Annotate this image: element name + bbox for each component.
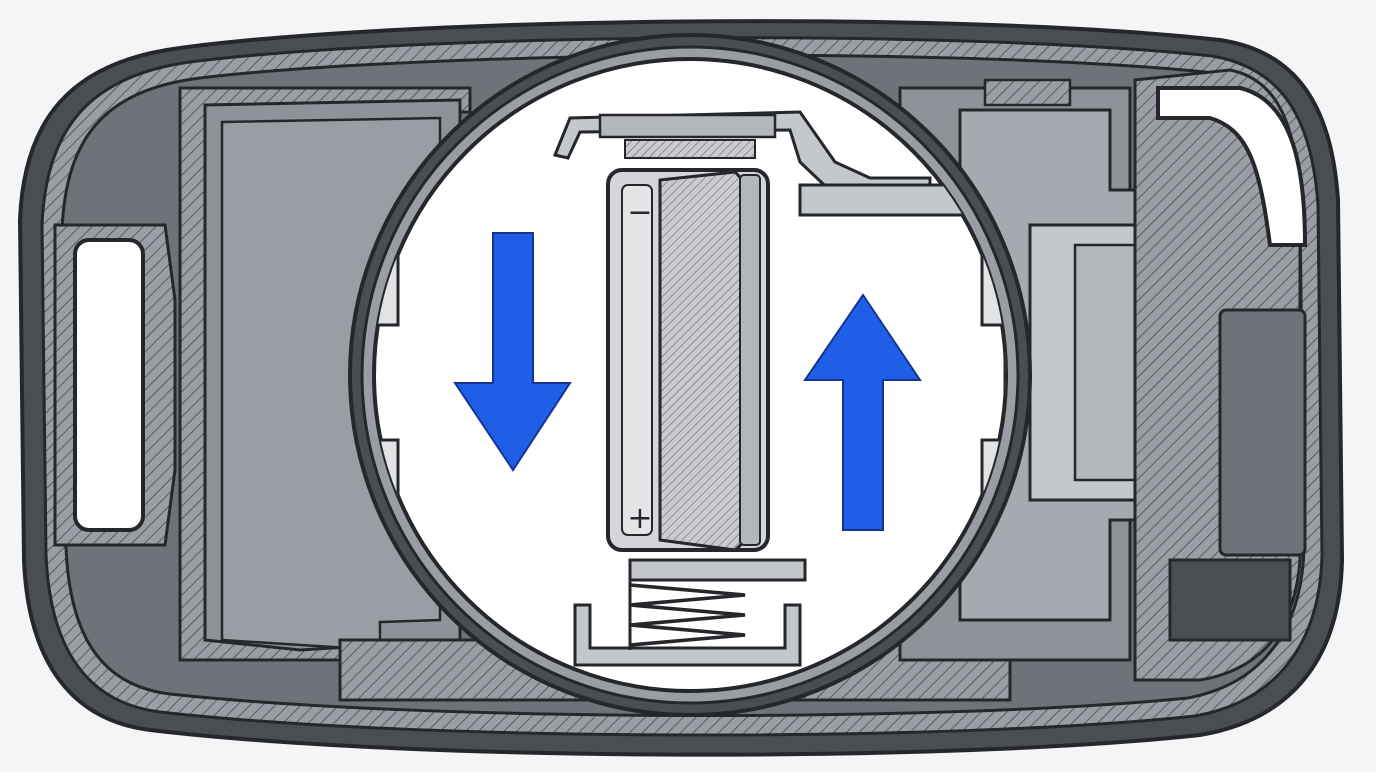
arrow-down-icon <box>453 232 572 472</box>
key-ring-slot <box>53 223 177 547</box>
magnified-battery-window: − + <box>348 33 1032 717</box>
coil-spring-icon <box>629 583 746 647</box>
spring-contact <box>573 558 807 667</box>
positive-terminal-label: + <box>627 501 652 536</box>
coin-cell-battery: − + <box>606 168 770 552</box>
right-end-tab <box>1133 68 1308 682</box>
arrow-up-icon <box>803 293 922 531</box>
negative-terminal-label: − <box>627 195 652 230</box>
